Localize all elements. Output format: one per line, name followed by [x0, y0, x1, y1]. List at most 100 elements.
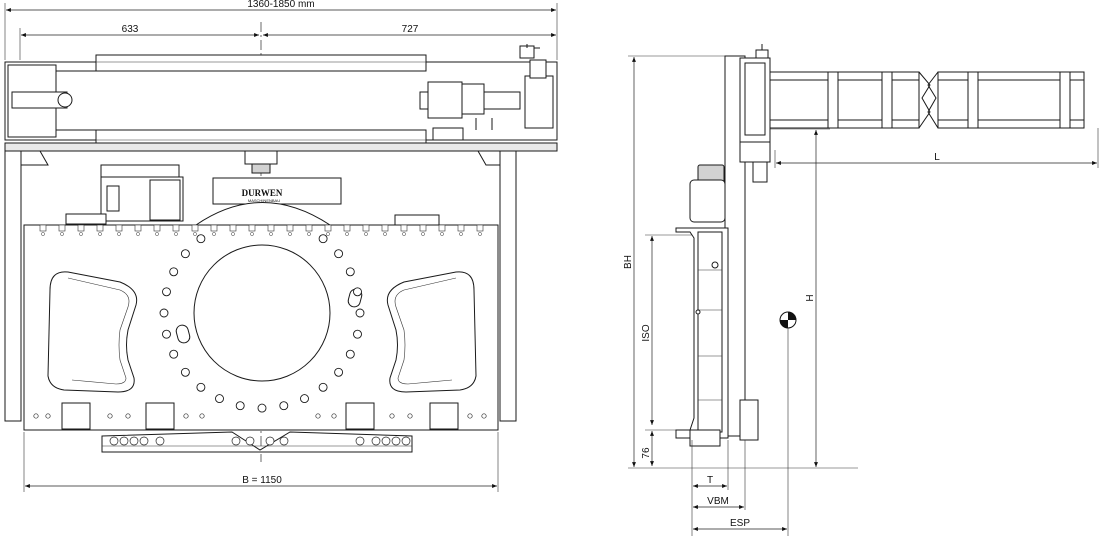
mount-hole — [331, 413, 337, 419]
vbm-label: VBM — [707, 496, 729, 507]
center-of-gravity-icon — [779, 311, 797, 329]
plate-tooth — [248, 224, 256, 232]
plate-dot — [98, 232, 102, 236]
plate-tooth — [58, 224, 66, 232]
roller — [381, 436, 391, 446]
t-label: T — [707, 475, 713, 486]
bolt-hole — [180, 367, 190, 377]
base-width-label: B = 1150 — [242, 475, 282, 486]
plate-dot — [402, 232, 406, 236]
left-fork-pocket — [47, 271, 138, 393]
plate-tooth — [324, 224, 332, 232]
side-shift-frame — [4, 44, 558, 174]
roller — [119, 436, 129, 446]
plate-dot — [136, 232, 140, 236]
plate-dot — [326, 232, 330, 236]
roller — [265, 436, 275, 446]
bolt-hole — [162, 329, 171, 339]
bolt-hole — [162, 287, 171, 297]
bolt-hole — [353, 329, 362, 339]
dim-base-width: B = 1150 — [23, 432, 499, 492]
bottom-rollers — [101, 431, 413, 453]
bolt-hole — [196, 382, 206, 392]
plate-dot — [269, 232, 273, 236]
brand-logo: DURWEN — [242, 188, 283, 198]
plate-dot — [79, 232, 83, 236]
bolt-hole — [169, 349, 179, 359]
dim-h: H — [770, 128, 830, 467]
roller — [155, 436, 165, 446]
plate-tooth — [210, 224, 218, 232]
plate-tooth — [191, 224, 199, 232]
plate-dot — [383, 232, 387, 236]
plate-dot — [307, 232, 311, 236]
mount-hole — [183, 413, 189, 419]
plate-tooth — [96, 224, 104, 232]
plate-dot — [174, 232, 178, 236]
plate-tooth — [343, 224, 351, 232]
h-label: H — [805, 294, 816, 301]
dim-thickness: T VBM ESP — [691, 328, 789, 536]
right-fork-pocket — [386, 271, 477, 393]
carriage-plate — [4, 142, 558, 422]
roller — [371, 436, 381, 446]
bolt-hole — [355, 308, 365, 318]
hook-blocks — [61, 402, 459, 430]
overall-width-label: 1360-1850 mm — [247, 0, 314, 10]
mount-hole — [199, 413, 205, 419]
roller — [355, 436, 365, 446]
plate-tooth — [476, 224, 484, 232]
roller — [231, 436, 241, 446]
brand-subtitle: MASCHINENBAU — [248, 198, 280, 203]
dim-bh: BH — [623, 55, 742, 467]
plate-dot — [212, 232, 216, 236]
plate-dot — [364, 232, 368, 236]
plate-tooth — [172, 224, 180, 232]
plate-tooth — [115, 224, 123, 232]
plate-dot — [288, 232, 292, 236]
roller — [139, 436, 149, 446]
mount-hole — [481, 413, 487, 419]
bolt-hole — [257, 403, 267, 413]
plate-tooth — [438, 224, 446, 232]
bolt-hole — [235, 401, 245, 411]
plate-dot — [231, 232, 235, 236]
bolt-hole — [318, 234, 328, 244]
mount-hole — [45, 413, 51, 419]
bolt-hole — [180, 249, 190, 259]
plate-dot — [60, 232, 64, 236]
left-width-label: 633 — [122, 24, 139, 35]
bolt-hole — [353, 287, 362, 297]
plate-tooth — [229, 224, 237, 232]
bh-label: BH — [623, 255, 634, 269]
roller — [245, 436, 255, 446]
plate-dot — [41, 232, 45, 236]
mount-hole — [107, 413, 113, 419]
mount-hole — [315, 413, 321, 419]
bolt-hole — [279, 401, 289, 411]
plate-dot — [155, 232, 159, 236]
roller — [401, 436, 411, 446]
plate-tooth — [419, 224, 427, 232]
plate-dot — [478, 232, 482, 236]
front-view: 1360-1850 mm 633 727 — [4, 0, 558, 492]
esp-label: ESP — [730, 518, 750, 529]
mount-hole — [33, 413, 39, 419]
plate-dot — [345, 232, 349, 236]
bolt-hole — [318, 382, 328, 392]
plate-tooth — [267, 224, 275, 232]
plate-tooth — [362, 224, 370, 232]
dim-overall-width: 1360-1850 mm — [4, 0, 558, 60]
central-opening — [193, 244, 331, 382]
bolt-hole — [196, 234, 206, 244]
bolt-hole — [159, 308, 169, 318]
dim-l: L — [774, 128, 1099, 168]
plate-tooth — [457, 224, 465, 232]
bolt-hole — [345, 267, 355, 277]
plate-dot — [193, 232, 197, 236]
plate-tooth — [153, 224, 161, 232]
plate-dot — [459, 232, 463, 236]
plate-tooth — [400, 224, 408, 232]
plate-dot — [440, 232, 444, 236]
plate-dot — [250, 232, 254, 236]
